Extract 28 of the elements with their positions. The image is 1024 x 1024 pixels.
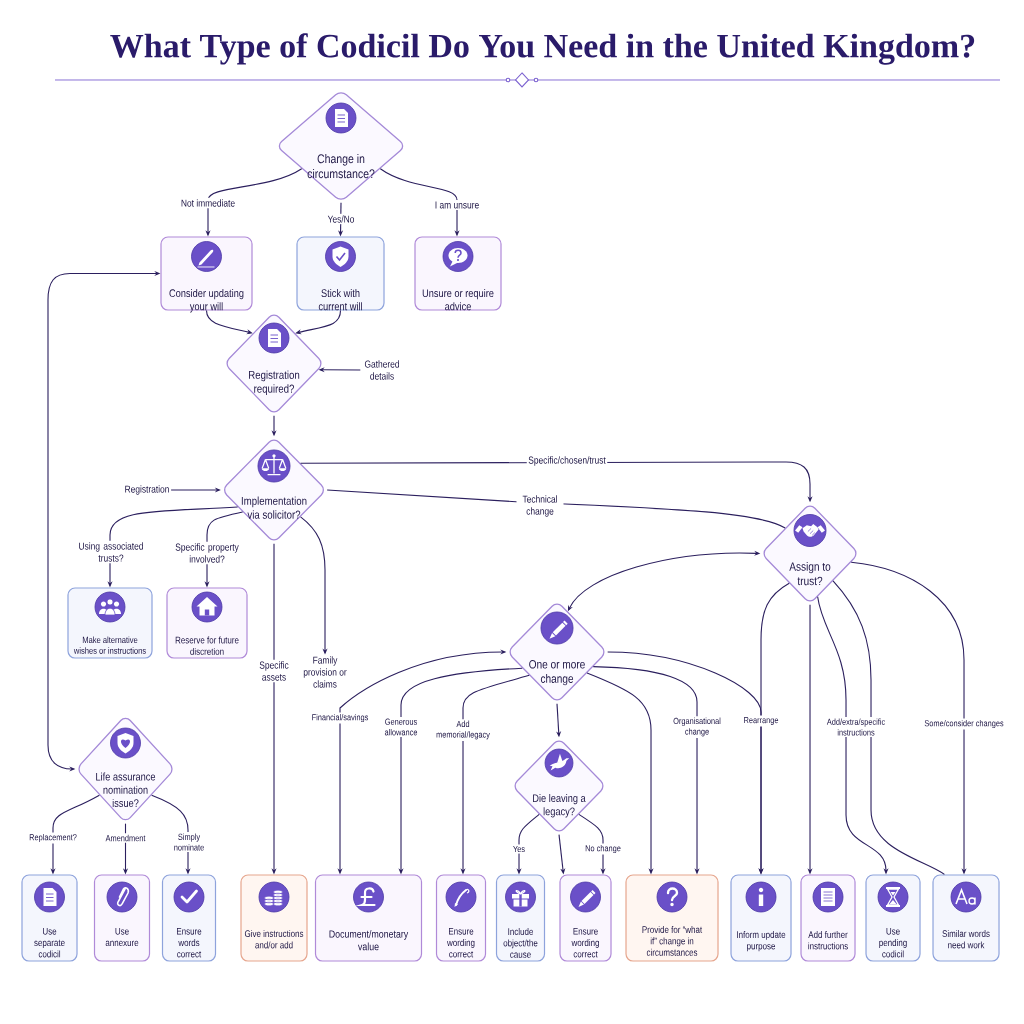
edge-label: Technical change <box>516 493 564 519</box>
node-label: Family provision or claims <box>303 656 347 688</box>
edge-label: Specific assets <box>254 659 294 683</box>
edge-label: Replacement? <box>27 832 79 844</box>
edge-label: Specific property involved? <box>173 541 241 565</box>
connector-line <box>326 489 786 529</box>
node-label: Gathered details <box>364 360 399 380</box>
connector-line <box>832 580 945 875</box>
edge-label: Simply nominate <box>170 832 208 852</box>
edge-label: Specific/chosen/trust <box>526 454 608 468</box>
edge-label: Not immediate <box>179 197 237 209</box>
edge-label: Yes <box>511 844 527 854</box>
edge-label: Some/consider changes <box>922 718 1006 730</box>
process-box: Provide for “what if” change in circumstances <box>625 874 719 962</box>
edge-label: Add memorial/legacy <box>433 719 493 741</box>
edge-label: Amendment <box>104 833 147 843</box>
edge-label: Generous allowance <box>381 717 421 737</box>
edge-label: Add/extra/specific instructions <box>824 717 888 737</box>
edge-label: No change <box>583 843 623 855</box>
edge-label: Organisational change <box>670 716 724 738</box>
edge-label: Financial/savings <box>310 712 370 724</box>
edge-label: Rearrange <box>742 715 780 727</box>
edge-label: I am unsure <box>433 200 481 210</box>
title: What Type of Codicil Do You Need in the United Kingdom? <box>110 33 975 65</box>
node-label: Registration <box>125 485 169 495</box>
edge-label: Yes/No <box>326 213 356 225</box>
process-box: Document/monetary value <box>314 874 423 962</box>
edge-label: Using associated trusts? <box>76 540 146 564</box>
